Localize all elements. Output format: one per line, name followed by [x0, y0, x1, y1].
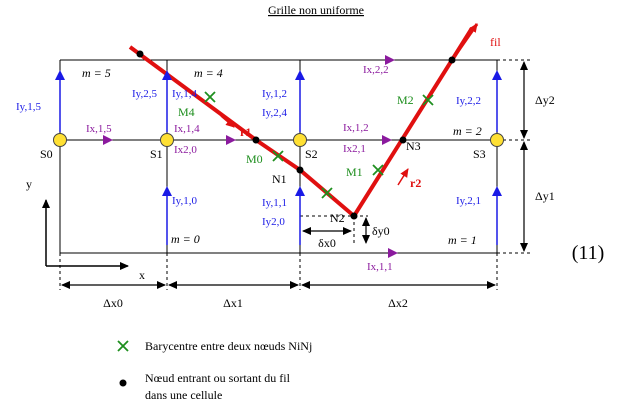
- barycenter-m1b: [372, 164, 384, 176]
- label-r1: r1: [240, 125, 251, 139]
- label-s3: S3: [473, 147, 486, 161]
- label-ix15: Ix,1,5: [86, 123, 112, 135]
- dimension-arrows-x: [61, 227, 496, 289]
- equation-number: (11): [572, 242, 605, 264]
- label-ix12: Ix,1,2: [343, 122, 369, 134]
- label-n1: N1: [272, 172, 287, 186]
- y-axis-label: y: [26, 177, 32, 191]
- label-m4: M4: [178, 105, 195, 119]
- label-iy21: Iy,2,1: [456, 195, 481, 207]
- dimension-arrows-y: [362, 61, 528, 252]
- cell-m4: m = 4: [194, 66, 223, 80]
- legend-node-text-2: dans une cellule: [145, 388, 222, 402]
- label-ddy0: δy0: [372, 224, 390, 238]
- label-ix22: Ix,2,2: [363, 64, 389, 76]
- node-n0: [252, 136, 260, 144]
- label-n2: N2: [330, 211, 345, 225]
- barycenter-m0: [272, 150, 284, 162]
- s-nodes: [53, 133, 504, 147]
- barycenter-m1: [321, 187, 333, 199]
- wire-label: fil: [490, 35, 501, 49]
- label-n3: N3: [406, 139, 421, 153]
- diagram-title: Grille non uniforme: [268, 3, 364, 17]
- cell-m1: m = 1: [448, 233, 477, 247]
- label-m2: M2: [397, 93, 414, 107]
- label-s1: S1: [150, 147, 163, 161]
- cell-m5: m = 5: [82, 66, 111, 80]
- node-s2: [293, 133, 307, 147]
- barycenter-m4: [204, 91, 216, 103]
- r-vectors: [220, 115, 409, 186]
- node-s0: [53, 133, 67, 147]
- legend-barycenter-text: Barycentre entre deux nœuds NiNj: [145, 339, 312, 353]
- label-s0: S0: [40, 147, 53, 161]
- label-dx2: Δx2: [388, 296, 408, 310]
- label-ix21: Ix2,1: [343, 143, 366, 155]
- label-m1: M1: [346, 165, 363, 179]
- label-ix14: Ix,1,4: [174, 123, 200, 135]
- label-m0: M0: [246, 152, 263, 166]
- cell-m0: m = 0: [171, 232, 200, 246]
- label-dx1: Δx1: [223, 296, 243, 310]
- node-s1: [160, 133, 174, 147]
- label-ix20: Ix2,0: [174, 144, 197, 156]
- legend-node-text-1: Nœud entrant ou sortant du fil: [145, 371, 291, 385]
- label-iy11: Iy,1,1: [262, 197, 287, 209]
- label-s2: S2: [305, 147, 318, 161]
- label-ddx0: δx0: [318, 236, 336, 250]
- legend: Barycentre entre deux nœuds NiNj Nœud en…: [117, 339, 312, 402]
- label-iy14: Iy,1,4: [172, 88, 197, 100]
- label-dy2: Δy2: [535, 93, 555, 107]
- label-iy12: Iy,1,2: [262, 88, 287, 100]
- label-dy1: Δy1: [535, 189, 555, 203]
- current-x-arrows: [103, 55, 398, 258]
- x-axis-label: x: [139, 268, 145, 282]
- node-top-left: [136, 50, 144, 58]
- node-s3: [490, 133, 504, 147]
- cell-m2: m = 2: [453, 124, 482, 138]
- wire-nodes: [136, 50, 456, 220]
- node-n3: [399, 136, 407, 144]
- label-iy20: Iy2,0: [262, 216, 285, 228]
- legend-node-icon: [119, 379, 127, 387]
- axes: [42, 199, 129, 270]
- label-r2: r2: [410, 176, 421, 190]
- label-dx0: Δx0: [103, 296, 123, 310]
- label-ix11: Ix,1,1: [367, 261, 393, 273]
- wire-arrow: [450, 23, 479, 61]
- label-iy25: Iy,2,5: [132, 88, 157, 100]
- legend-barycenter-icon: [117, 340, 129, 352]
- label-iy24: Iy,2,4: [262, 107, 287, 119]
- label-iy22: Iy,2,2: [456, 95, 481, 107]
- node-top-right: [448, 56, 456, 64]
- node-n2: [350, 212, 358, 220]
- label-iy10: Iy,1,0: [172, 195, 197, 207]
- barycenter-marks: [204, 91, 434, 199]
- label-iy15: Iy,1,5: [16, 101, 41, 113]
- node-n1: [296, 166, 304, 174]
- current-y-arrows: [55, 70, 502, 245]
- barycenter-m2: [422, 94, 434, 106]
